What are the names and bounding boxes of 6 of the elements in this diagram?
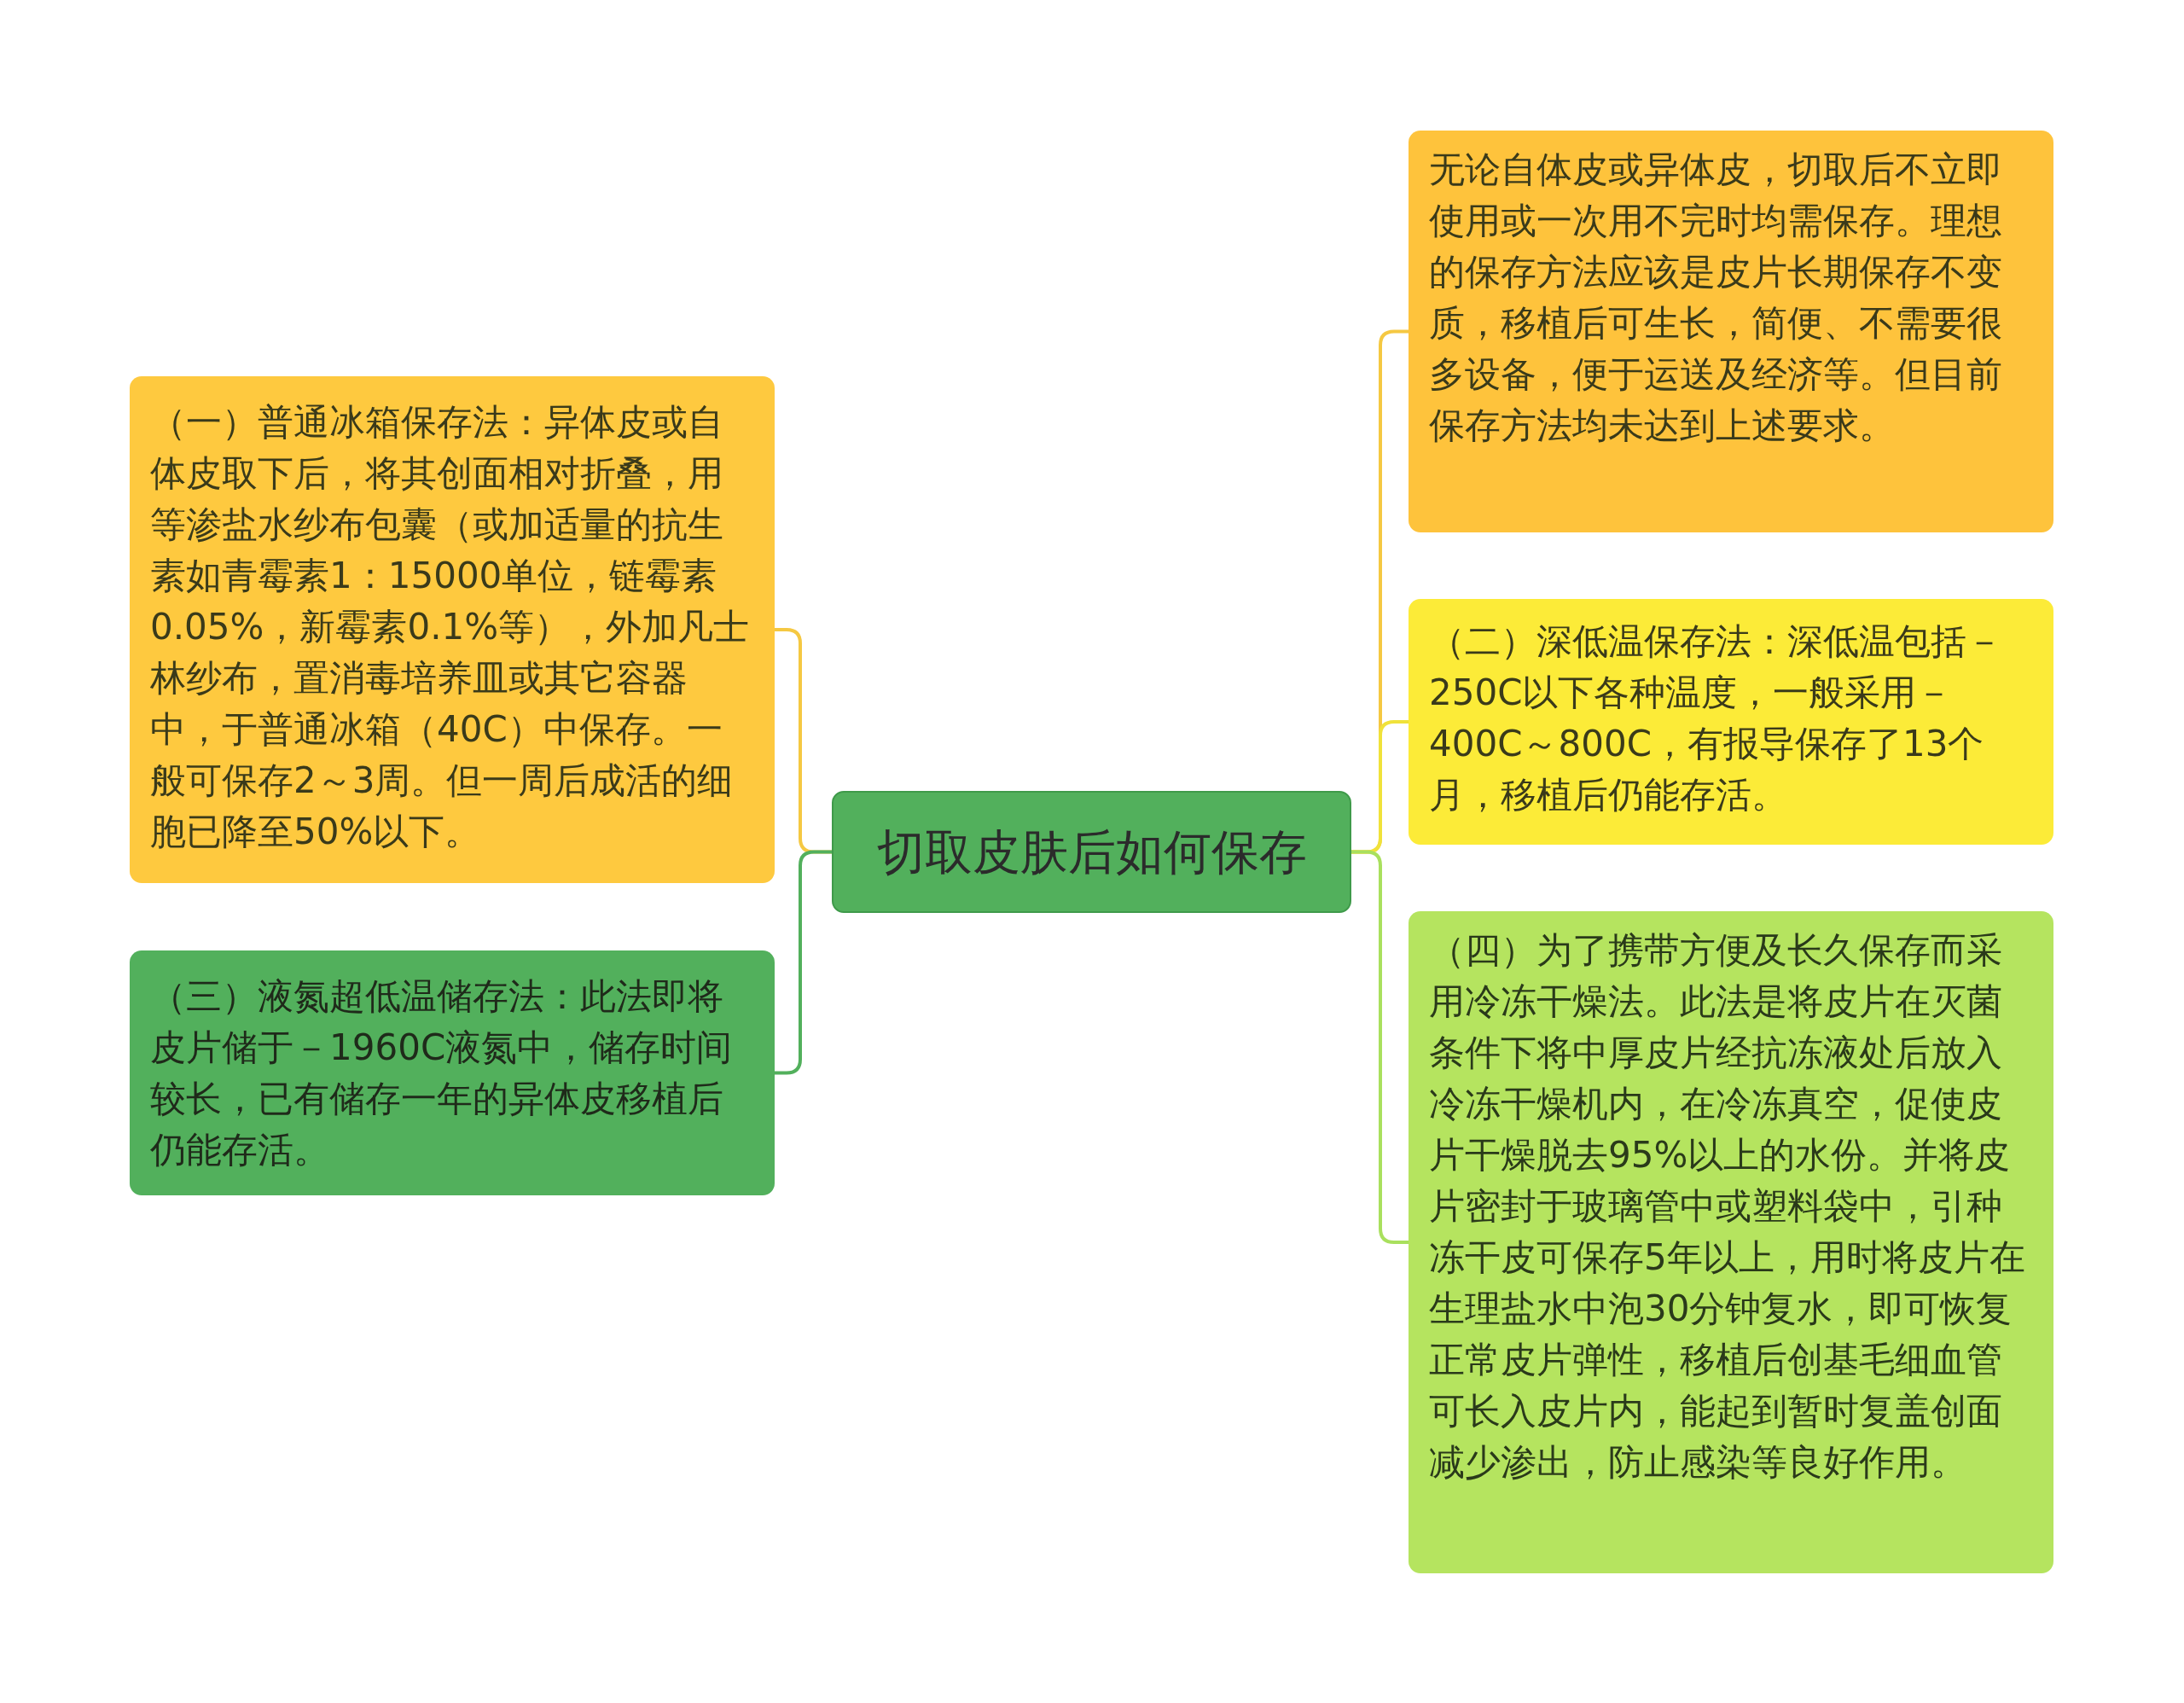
note-box: （二）深低温保存法：深低温包括－250C以下各种温度，一般采用－400C～800C，有报导保存了13个月，移植后仍能存活。 [1409, 599, 2053, 845]
topic-box: 切取皮肤后如何保存 [832, 791, 1351, 913]
note-box: （三）液氮超低温储存法：此法即将皮片储于－1960C液氮中，储存时间较长，已有储存一年的异体皮移植后仍能存活。 [130, 950, 775, 1195]
note-box: 无论自体皮或异体皮，切取后不立即使用或一次用不完时均需保存。理想的保存方法应该是皮片长期保存不变质，移植后可生长，简便、不需要很多设备，便于运送及经济等。但目前保存方法均未达到上述要求。 [1409, 131, 2053, 532]
note-box: （一）普通冰箱保存法：异体皮或自体皮取下后，将其创面相对折叠，用等渗盐水纱布包囊（或加适量的抗生素如青霉素1：15000单位，链霉素0.05%，新霉素0.1%等），外加凡士林纱布，置消毒培养皿或其它容器中，于普通冰箱（40C）中保存。一般可保存2～3周。但一周后成活的细胞已降至50%以下。 [130, 376, 775, 883]
note-box: （四）为了携带方便及长久保存而采用冷冻干燥法。此法是将皮片在灭菌条件下将中厚皮片经抗冻液处后放入冷冻干燥机内，在冷冻真空，促使皮片干燥脱去95%以上的水份。并将皮片密封于玻璃管中或塑料袋中，引种冻干皮可保存5年以上，用时将皮片在生理盐水中泡30分钟复水，即可恢复正常皮片弹性，移植后创基毛细血管可长入皮片内，能起到暂时复盖创面减少渗出，防止感染等良好作用。 [1409, 911, 2053, 1573]
